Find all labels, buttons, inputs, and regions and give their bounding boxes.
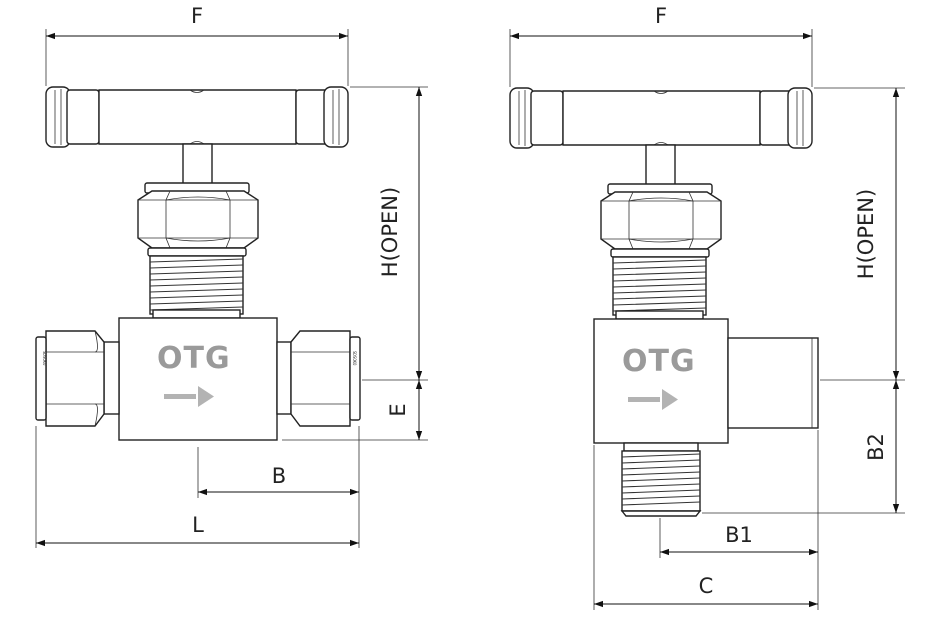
valve-body-angle [593, 318, 729, 444]
dimensions-angle: F H(OPEN) B2 B1 C [509, 4, 905, 610]
dim-label-H-open-angle: H(OPEN) [854, 189, 878, 279]
bottom-thread [620, 442, 702, 517]
dim-label-C: C [699, 574, 714, 598]
dim-label-L: L [192, 513, 204, 537]
right-fitting: SDSOKO [276, 330, 361, 427]
svg-text:SDSOKO: SDSOKO [42, 351, 47, 366]
bonnet-thread-angle [612, 256, 707, 320]
dim-label-F-angle: F [655, 4, 667, 28]
packing-nut [137, 182, 259, 257]
t-handle-angle [509, 87, 813, 149]
dimensions-straight: F H(OPEN) E B L [35, 4, 428, 548]
left-fitting: SDSOKO [35, 330, 120, 427]
angle-valve: OTG F H(OPEN) [509, 4, 905, 610]
t-handle [45, 86, 349, 148]
dim-label-F: F [191, 4, 203, 28]
valve-body [118, 317, 278, 441]
dim-label-B: B [272, 464, 286, 488]
dim-label-E: E [386, 403, 410, 416]
stem [182, 143, 213, 185]
dim-label-B2: B2 [864, 433, 888, 461]
packing-nut-angle [600, 183, 722, 258]
dim-label-H-open: H(OPEN) [378, 187, 402, 277]
flow-arrow-icon [164, 386, 214, 407]
flow-arrow-icon [628, 389, 678, 410]
dim-label-B1: B1 [725, 523, 753, 547]
svg-text:SDSOKO: SDSOKO [352, 351, 357, 366]
brand-logo-angle: OTG [622, 344, 696, 379]
bonnet-thread [149, 255, 244, 319]
straight-valve: OTG SDSOKO SDSOKO [35, 4, 428, 548]
stem-angle [645, 144, 676, 186]
brand-logo: OTG [157, 341, 231, 376]
side-port [727, 337, 819, 429]
